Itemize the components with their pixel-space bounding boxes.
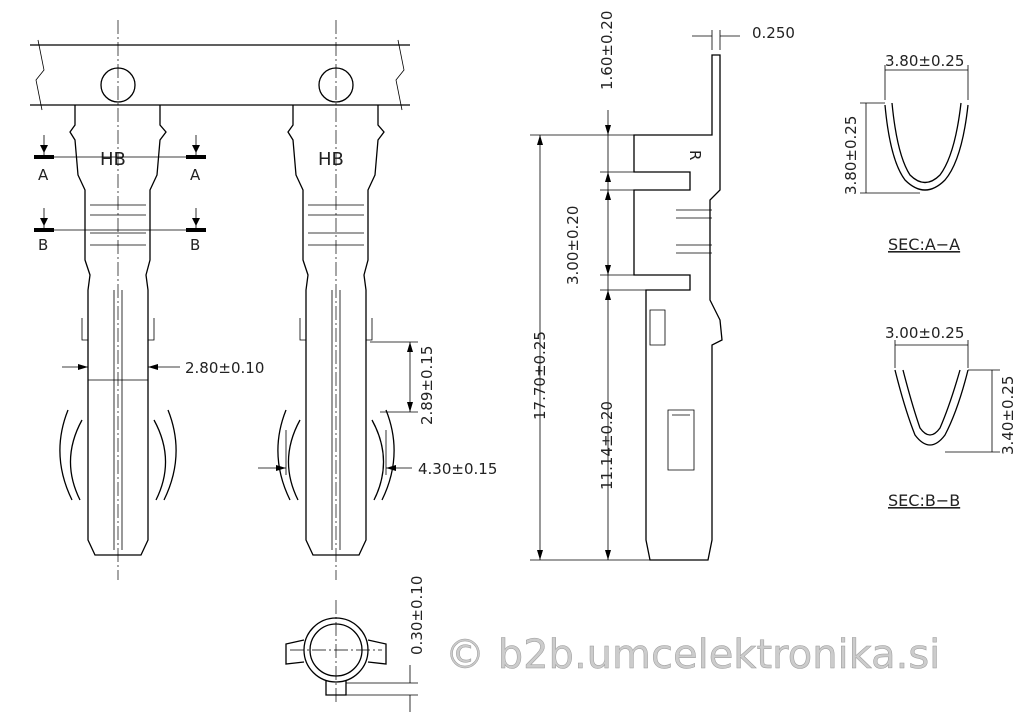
- dimension-lance-span: 4.30±0.15: [258, 430, 497, 478]
- dimension-contact-width: 2.80±0.10: [62, 359, 264, 377]
- sec-a-height: 3.80±0.25: [842, 116, 860, 195]
- dim-thickness: 0.250: [752, 24, 795, 42]
- dimension-lance-length: 2.89±0.15: [370, 341, 436, 425]
- dim-overall-length: 17.70±0.25: [531, 331, 549, 420]
- sec-b-width: 3.00±0.25: [885, 324, 964, 342]
- section-marker-a-left: A: [38, 166, 49, 184]
- section-a-a: 3.80±0.25 3.80±0.25 SEC:A−A: [842, 52, 969, 254]
- sec-a-width: 3.80±0.25: [885, 52, 964, 70]
- dim-lance-length: 2.89±0.15: [418, 346, 436, 425]
- dim-tab-height: 1.60±0.20: [598, 11, 616, 90]
- section-marker-b-right: B: [190, 236, 200, 254]
- dim-contact-length: 11.14±0.20: [598, 401, 616, 490]
- terminal-front-left: HB: [59, 105, 177, 556]
- terminal-front-right: HB: [277, 105, 395, 556]
- sec-a-label: SEC:A−A: [888, 235, 960, 254]
- dim-contact-width: 2.80±0.10: [185, 359, 264, 377]
- section-marker-a-right: A: [190, 166, 201, 184]
- terminal-end-view: 0.30±0.10: [285, 576, 426, 712]
- watermark: © b2b.umcelektronika.si: [445, 632, 940, 678]
- carrier-strip: [30, 20, 410, 580]
- dim-end-offset: 0.30±0.10: [408, 576, 426, 655]
- part-marking: HB: [100, 149, 126, 170]
- part-marking-right: HB: [318, 149, 344, 170]
- sec-b-label: SEC:B−B: [888, 491, 960, 510]
- terminal-side-view: R 0.250 1.60±0.20 3.00±0.20 17.70±0.25 1…: [530, 11, 795, 561]
- dim-lance-span: 4.30±0.15: [418, 460, 497, 478]
- side-marking: R: [686, 150, 704, 160]
- section-markers: A A B B: [34, 135, 206, 254]
- section-b-b: 3.00±0.25 3.40±0.25 SEC:B−B: [885, 324, 1017, 510]
- dim-insulation-barrel: 3.00±0.20: [564, 206, 582, 285]
- section-marker-b-left: B: [38, 236, 48, 254]
- sec-b-height: 3.40±0.25: [999, 376, 1017, 455]
